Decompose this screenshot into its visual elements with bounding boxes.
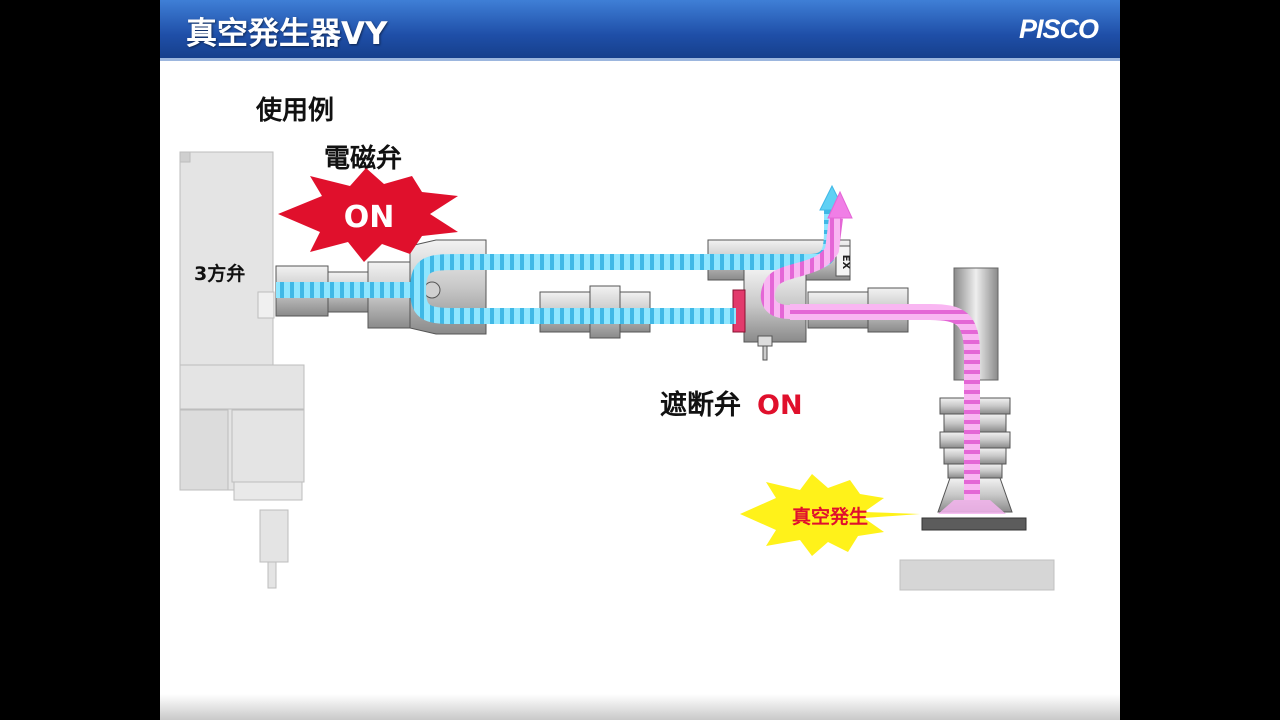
vacuum-generation-starburst: 真空発生 (740, 474, 920, 556)
footer-bar (160, 694, 1120, 720)
usage-example-label: 使用例 (255, 96, 334, 126)
page-title: 真空発生器VY (186, 16, 388, 52)
shutoff-valve-label: 遮断弁 (660, 389, 741, 421)
header-bar: 真空発生器VY PISCO (160, 0, 1120, 58)
vacuum-flow (760, 190, 1006, 514)
shutoff-valve-caption: 遮断弁 ON (660, 389, 803, 421)
header-divider (160, 58, 1120, 61)
slide: 真空発生器VY PISCO (160, 0, 1120, 720)
shutoff-valve-on-text: ON (757, 390, 803, 421)
air-flow (276, 184, 845, 324)
vacuum-generator-diagram: EX (179, 96, 1055, 591)
solenoid-on-starburst: ON (278, 168, 458, 262)
pisco-logo: PISCO (1018, 14, 1099, 44)
three-way-valve-body (179, 151, 305, 589)
vacuum-generation-text: 真空発生 (792, 505, 868, 528)
solenoid-on-text: ON (344, 200, 395, 235)
exhaust-mark: EX (840, 255, 851, 270)
solenoid-valve-label: 電磁弁 (324, 143, 402, 174)
workpiece (899, 559, 1055, 591)
three-way-valve-label: 3方弁 (194, 262, 245, 285)
